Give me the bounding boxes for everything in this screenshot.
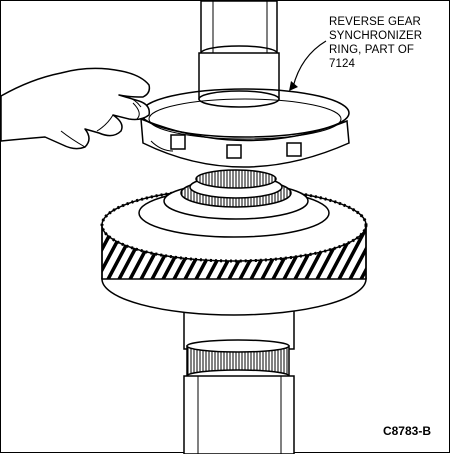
callout-line-1: REVERSE GEAR: [329, 16, 421, 28]
callout-line-3: RING, PART OF: [329, 44, 415, 56]
callout-label: REVERSE GEAR SYNCHRONIZER RING, PART OF …: [329, 15, 422, 71]
synchronizer-ring-icon: [140, 88, 350, 168]
figure-code: C8783-B: [382, 424, 431, 438]
hand-icon: [1, 67, 151, 150]
callout-line-2: SYNCHRONIZER: [329, 30, 423, 42]
callout-leader: [292, 40, 327, 88]
lower-shaft: [183, 300, 295, 454]
callout-line-4: 7124: [329, 58, 355, 70]
helical-gear-icon: [100, 169, 368, 316]
callout-arrowhead: [289, 81, 298, 91]
shaft-icon: [198, 1, 280, 108]
